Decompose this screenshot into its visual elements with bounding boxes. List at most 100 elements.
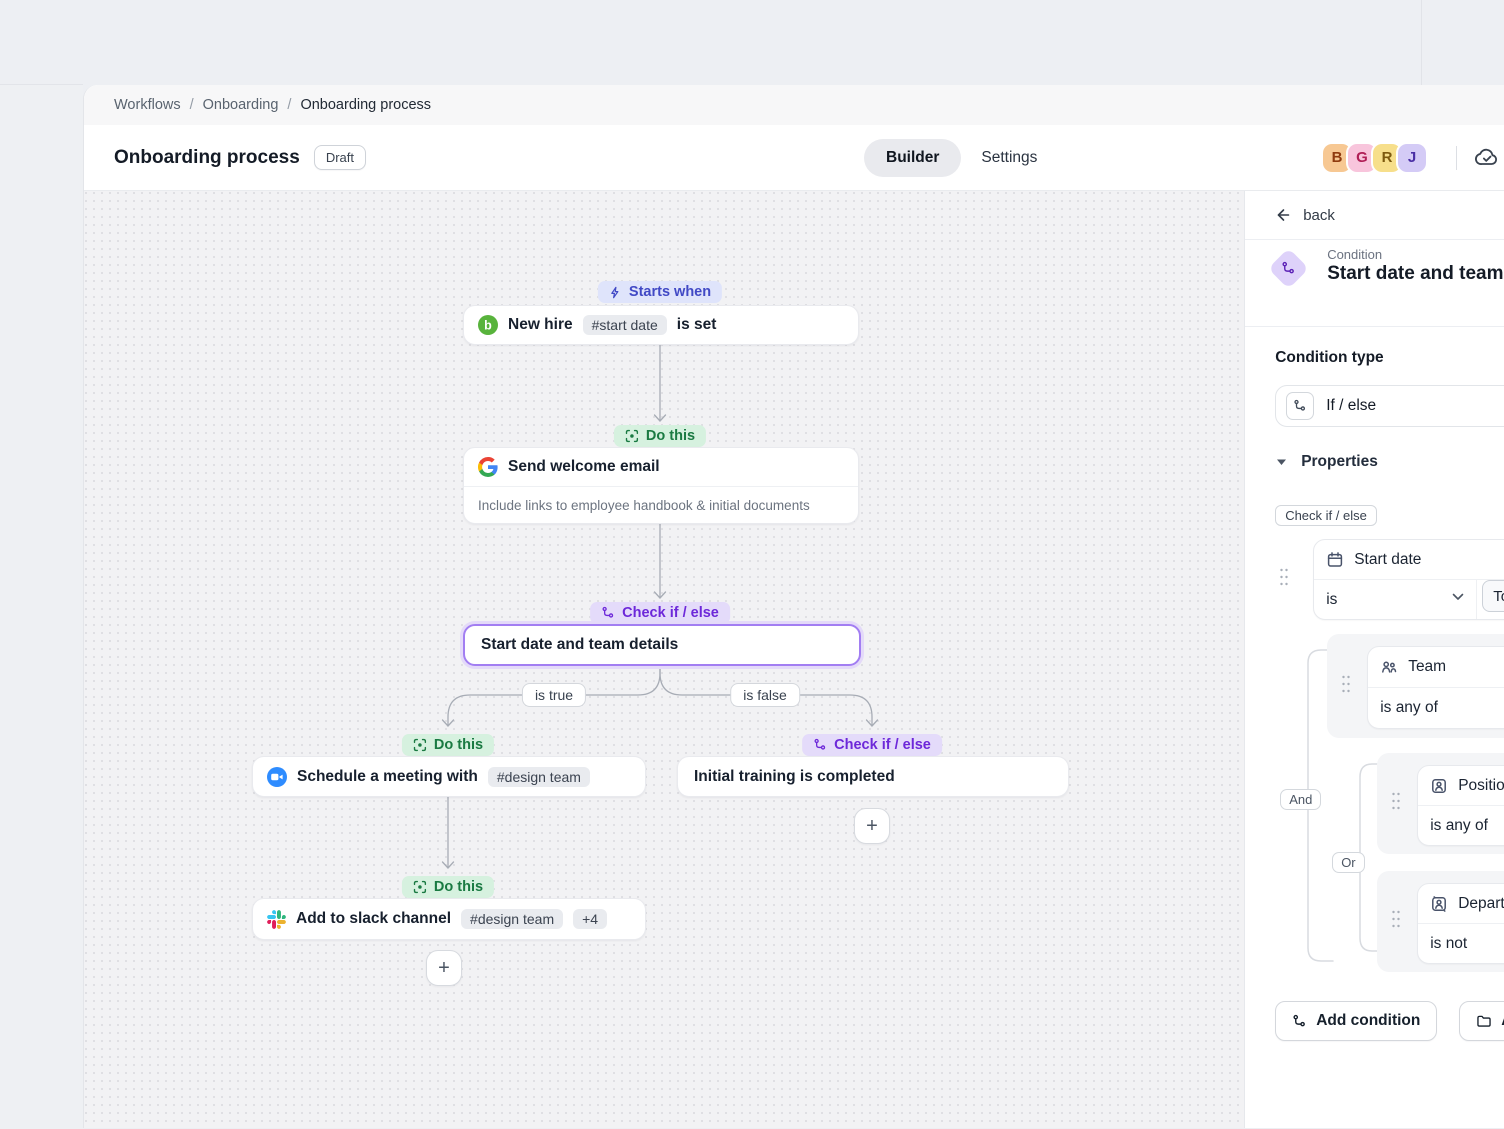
breadcrumb-separator: / bbox=[287, 97, 292, 113]
caret-down-icon bbox=[1276, 458, 1287, 466]
trigger-field-chip[interactable]: #start date bbox=[582, 315, 667, 335]
condition-type-label: Condition type bbox=[1275, 349, 1384, 366]
branch-icon bbox=[1286, 392, 1315, 420]
check-if-else-label: Check if / else bbox=[834, 737, 931, 753]
left-rail bbox=[0, 84, 83, 1129]
logic-or-pill[interactable]: Or bbox=[1332, 852, 1365, 873]
position-condition-card[interactable]: Position is any of bbox=[1417, 765, 1504, 846]
zoom-icon bbox=[267, 766, 287, 787]
properties-panel: back Condition Start date and team detai… bbox=[1244, 191, 1504, 1128]
collaborator-avatars: B G R J bbox=[1323, 125, 1426, 190]
add-condition-label: Add condition bbox=[1316, 1012, 1421, 1029]
condition-diamond-icon bbox=[1268, 247, 1310, 290]
tab-settings[interactable]: Settings bbox=[981, 148, 1038, 166]
do-this-badge: Do this bbox=[401, 876, 495, 898]
back-button[interactable]: back bbox=[1245, 191, 1504, 240]
meeting-team-chip[interactable]: #design team bbox=[487, 766, 590, 787]
slack-action-node[interactable]: Add to slack channel #design team +4 bbox=[252, 898, 646, 940]
email-action-node[interactable]: Send welcome email Include links to empl… bbox=[463, 447, 859, 524]
department-condition-card[interactable]: Department is not bbox=[1417, 883, 1504, 964]
add-group-button[interactable]: Add group bbox=[1459, 1001, 1504, 1041]
avatar[interactable]: B bbox=[1323, 143, 1351, 172]
field-label: Start date bbox=[1354, 550, 1422, 568]
operator-value: is any of bbox=[1380, 699, 1438, 716]
folder-icon bbox=[1476, 1013, 1492, 1029]
workflow-canvas[interactable]: Starts when b New hire #start date is se… bbox=[84, 191, 1245, 1128]
check-if-else-label: Check if / else bbox=[622, 605, 719, 621]
check-if-else-chip: Check if / else bbox=[1275, 505, 1377, 526]
email-action-note: Include links to employee handbook & ini… bbox=[464, 486, 858, 523]
header-divider bbox=[1456, 146, 1457, 170]
slack-channel-chip[interactable]: #design team bbox=[461, 909, 564, 929]
training-condition-node[interactable]: Initial training is completed bbox=[677, 756, 1069, 797]
branch-icon bbox=[813, 738, 827, 752]
scan-target-icon bbox=[413, 880, 427, 894]
row-divider bbox=[1476, 580, 1478, 619]
logic-and-pill[interactable]: And bbox=[1280, 789, 1322, 810]
trigger-title: New hire bbox=[508, 316, 573, 333]
condition-node-selected[interactable]: Start date and team details bbox=[463, 624, 861, 666]
slack-icon bbox=[267, 909, 286, 929]
avatar[interactable]: R bbox=[1373, 143, 1401, 172]
header-bar: Onboarding process Draft Builder Setting… bbox=[84, 125, 1504, 191]
operator-select[interactable]: is any of bbox=[1418, 805, 1504, 845]
do-this-label: Do this bbox=[433, 737, 484, 753]
arrow-left-icon bbox=[1275, 207, 1291, 223]
svg-text:b: b bbox=[484, 318, 492, 332]
slack-more-chip[interactable]: +4 bbox=[573, 909, 608, 929]
team-condition-card[interactable]: Team is any of bbox=[1367, 646, 1504, 729]
properties-toggle[interactable]: Properties bbox=[1276, 453, 1378, 471]
operator-value: is not bbox=[1430, 934, 1468, 952]
avatar[interactable]: J bbox=[1398, 143, 1426, 172]
condition-node-title: Start date and team details bbox=[481, 636, 679, 653]
tab-builder[interactable]: Builder bbox=[864, 138, 962, 177]
training-condition-title: Initial training is completed bbox=[694, 767, 895, 785]
starts-when-label: Starts when bbox=[628, 284, 712, 300]
condition-type-value: If / else bbox=[1326, 397, 1377, 414]
branch-icon bbox=[601, 606, 615, 620]
drag-handle[interactable] bbox=[1279, 567, 1289, 587]
drag-handle[interactable] bbox=[1391, 791, 1401, 811]
start-date-value-chip[interactable]: Today bbox=[1482, 580, 1504, 612]
add-step-button[interactable]: + bbox=[854, 808, 890, 844]
add-step-button[interactable]: + bbox=[426, 950, 462, 986]
cloud-check-icon[interactable] bbox=[1474, 145, 1500, 171]
chevron-down-icon bbox=[1452, 593, 1464, 601]
add-group-label: Add group bbox=[1501, 1012, 1504, 1030]
trigger-node[interactable]: b New hire #start date is set bbox=[463, 305, 859, 345]
field-label: Position bbox=[1458, 776, 1504, 794]
operator-select[interactable]: is bbox=[1314, 579, 1504, 619]
operator-value: is bbox=[1326, 590, 1338, 608]
drag-handle[interactable] bbox=[1341, 674, 1351, 694]
condition-type-select[interactable]: If / else bbox=[1275, 385, 1504, 427]
top-band bbox=[0, 0, 1504, 85]
breadcrumb-onboarding[interactable]: Onboarding bbox=[202, 97, 279, 113]
breadcrumb-current: Onboarding process bbox=[300, 97, 432, 113]
page-title: Onboarding process bbox=[114, 146, 300, 168]
start-date-condition-card[interactable]: Start date is bbox=[1313, 539, 1504, 620]
operator-select[interactable]: is any of bbox=[1368, 687, 1504, 728]
google-icon bbox=[478, 457, 498, 477]
operator-select[interactable]: is not bbox=[1418, 923, 1504, 963]
do-this-label: Do this bbox=[433, 879, 484, 895]
meeting-action-node[interactable]: Schedule a meeting with #design team bbox=[252, 756, 646, 797]
breadcrumb-separator: / bbox=[189, 97, 194, 113]
drag-handle[interactable] bbox=[1391, 909, 1401, 929]
status-badge: Draft bbox=[313, 145, 366, 170]
avatar[interactable]: G bbox=[1348, 143, 1376, 172]
top-band-divider bbox=[1421, 0, 1422, 85]
panel-title: Start date and team details bbox=[1327, 263, 1504, 284]
add-condition-button[interactable]: Add condition bbox=[1275, 1001, 1438, 1041]
scan-target-icon bbox=[625, 429, 639, 443]
do-this-badge: Do this bbox=[401, 734, 495, 756]
main-window: Workflows / Onboarding / Onboarding proc… bbox=[83, 85, 1504, 1128]
panel-kicker: Condition bbox=[1327, 247, 1383, 262]
branch-icon bbox=[1292, 1014, 1307, 1029]
breadcrumb-workflows[interactable]: Workflows bbox=[114, 97, 181, 113]
meeting-action-title: Schedule a meeting with bbox=[297, 767, 478, 785]
scan-target-icon bbox=[413, 738, 427, 752]
branch-true-label: is true bbox=[521, 683, 587, 707]
slack-action-title: Add to slack channel bbox=[296, 910, 452, 927]
email-action-title: Send welcome email bbox=[508, 458, 660, 475]
calendar-icon bbox=[1326, 551, 1344, 569]
